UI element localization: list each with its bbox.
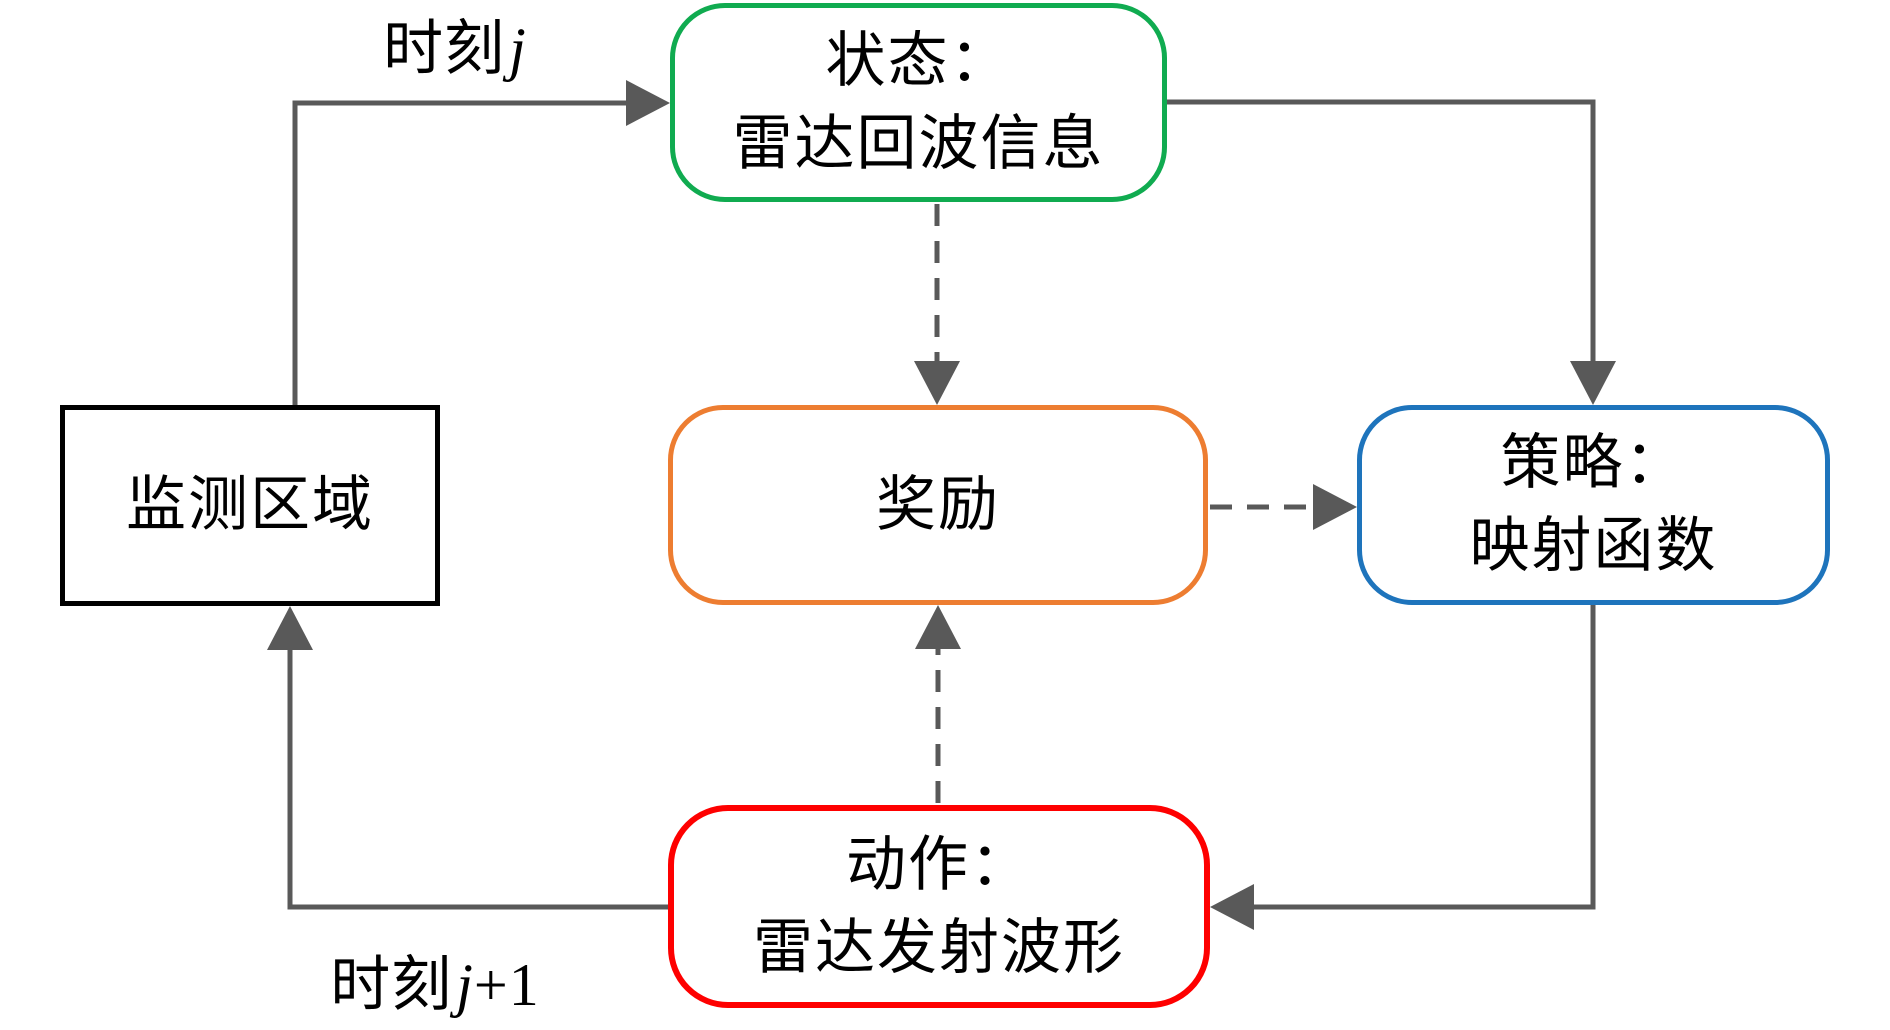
time-j1-prefix: 时刻: [330, 952, 453, 1018]
node-action-line-2: 雷达发射波形: [753, 914, 1125, 981]
connector-environment-to-state: [292, 100, 628, 405]
arrowhead-into-policy-icon: [1570, 361, 1616, 405]
time-j-prefix: 时刻: [383, 16, 506, 82]
arrowhead-into-action-icon: [1210, 884, 1254, 930]
node-environment-line-1: 监测区域: [126, 472, 374, 539]
connector-policy-to-action: [1252, 605, 1596, 910]
arrowhead-into-policy-left-icon: [1313, 484, 1357, 530]
edge-label-time-j-plus-1: 时刻j+1: [290, 952, 580, 1018]
node-state-line-2: 雷达回波信息: [732, 110, 1105, 177]
arrowhead-into-environment-icon: [267, 606, 313, 650]
node-policy: 策略： 映射函数: [1357, 405, 1830, 605]
connector-action-to-environment: [287, 648, 668, 910]
node-policy-line-1: 策略：: [1500, 430, 1687, 497]
node-state: 状态： 雷达回波信息: [670, 3, 1167, 202]
node-policy-line-2: 映射函数: [1469, 513, 1718, 579]
node-reward-line-1: 奖励: [876, 471, 1000, 538]
time-j1-variable: j: [456, 952, 474, 1018]
time-j-variable: j: [509, 16, 527, 82]
node-reward: 奖励: [668, 405, 1208, 605]
node-action-line-1: 动作：: [846, 831, 1032, 898]
arrowhead-into-reward-bottom-icon: [915, 605, 961, 649]
node-environment: 监测区域: [60, 405, 440, 606]
arrowhead-into-state-icon: [626, 80, 670, 126]
node-action: 动作： 雷达发射波形: [668, 805, 1210, 1008]
arrowhead-into-reward-top-icon: [914, 361, 960, 405]
node-state-line-1: 状态：: [825, 27, 1012, 94]
edge-label-time-j: 时刻j: [330, 16, 580, 82]
connector-state-to-policy: [1167, 99, 1596, 365]
time-j1-suffix: +1: [473, 952, 540, 1018]
